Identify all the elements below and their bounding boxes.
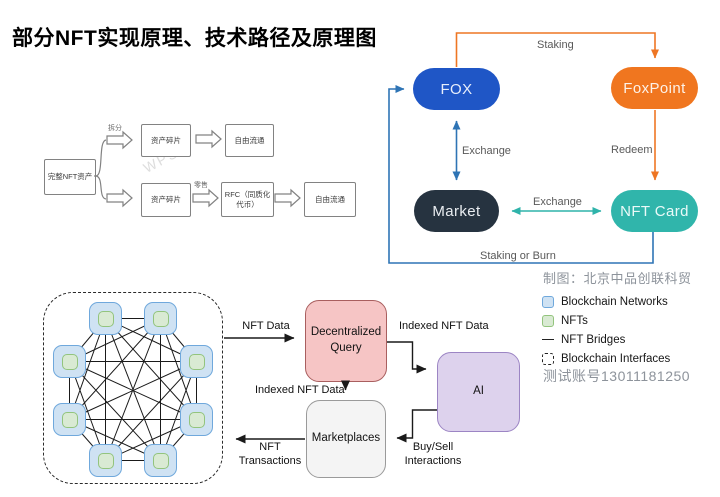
staking-or-burn-arrow — [388, 85, 654, 264]
fox-node: FOX — [413, 68, 500, 110]
nft-data-label: NFT Data — [242, 320, 290, 332]
indexed-nft-data-top-label: Indexed NFT Data — [399, 320, 489, 332]
blockchain-network-node — [180, 403, 213, 436]
market-node: Market — [414, 190, 499, 232]
split-label: 拆分 — [108, 125, 122, 132]
block-arrow-icon — [192, 188, 219, 208]
nft-icon — [97, 310, 114, 327]
blockchain-network-node — [144, 444, 177, 477]
rfc-fungible-token-box: RFC（同质化 代币） — [221, 182, 274, 217]
legend-label: Blockchain Networks — [561, 295, 668, 308]
legend-item-nfts: NFTs — [542, 313, 588, 328]
page-title: 部分NFT实现原理、技术路径及原理图 — [12, 27, 377, 50]
nft-icon — [61, 411, 78, 428]
buy-sell-interactions-label: Buy/Sell Interactions — [404, 441, 462, 467]
marketplaces-box: Marketplaces — [306, 400, 386, 478]
indexed-nft-data-mid-label: Indexed NFT Data — [255, 384, 345, 396]
staking-label: Staking — [537, 39, 574, 51]
block-arrow-icon — [274, 188, 301, 208]
nft-icon — [152, 452, 169, 469]
asset-fragment-bottom-box: 资产碎片 — [141, 183, 191, 217]
free-circulation-top-box: 自由流通 — [225, 124, 274, 157]
asset-fragment-top-box: 资产碎片 — [141, 124, 191, 157]
indexed-data-to-ai-arrow — [387, 341, 427, 374]
legend-item-blockchain-interfaces: Blockchain Interfaces — [542, 351, 670, 366]
block-arrow-icon — [195, 129, 222, 149]
complete-nft-asset-box: 完整NFT资产 — [44, 159, 96, 195]
nft-icon — [188, 353, 205, 370]
legend-label: NFT Bridges — [561, 333, 626, 346]
nft-transactions-label: NFT Transactions — [238, 441, 302, 467]
credit-text: 制图：北京中品创联科贸 — [543, 271, 692, 286]
legend-item-blockchain-networks: Blockchain Networks — [542, 294, 668, 309]
blockchain-network-node — [53, 403, 86, 436]
blockchain-network-node — [53, 345, 86, 378]
interface-dashed-square-icon — [542, 352, 554, 365]
nft-icon — [61, 353, 78, 370]
block-arrow-icon — [106, 130, 133, 150]
bridge-dash-icon — [542, 339, 554, 340]
free-circulation-bottom-box: 自由流通 — [304, 182, 356, 217]
nft-icon — [188, 411, 205, 428]
nft-square-icon — [542, 314, 554, 327]
buy-sell-arrow — [396, 409, 437, 443]
blockchain-network-node — [180, 345, 213, 378]
exchange-bottom-label: Exchange — [533, 196, 582, 208]
foxpoint-node: FoxPoint — [611, 67, 698, 109]
nft-card-node: NFT Card — [611, 190, 698, 232]
nft-icon — [152, 310, 169, 327]
exchange-left-label: Exchange — [462, 145, 511, 157]
blockchain-network-square-icon — [542, 295, 554, 308]
legend-label: NFTs — [561, 314, 588, 327]
blockchain-interface-frame — [43, 292, 223, 484]
blockchain-network-node — [89, 444, 122, 477]
staking-or-burn-label: Staking or Burn — [480, 250, 556, 262]
legend-label: Blockchain Interfaces — [561, 352, 671, 365]
redeem-label: Redeem — [611, 144, 653, 156]
nft-icon — [97, 452, 114, 469]
decentralized-query-box: Decentralized Query — [305, 300, 387, 382]
test-account-text: 测试账号13011181250 — [543, 368, 691, 384]
blockchain-network-node — [89, 302, 122, 335]
blockchain-network-node — [144, 302, 177, 335]
legend-item-nft-bridges: NFT Bridges — [542, 332, 625, 347]
retail-label: 零售 — [194, 182, 208, 189]
ai-box: AI — [437, 352, 520, 432]
block-arrow-icon — [106, 188, 133, 208]
